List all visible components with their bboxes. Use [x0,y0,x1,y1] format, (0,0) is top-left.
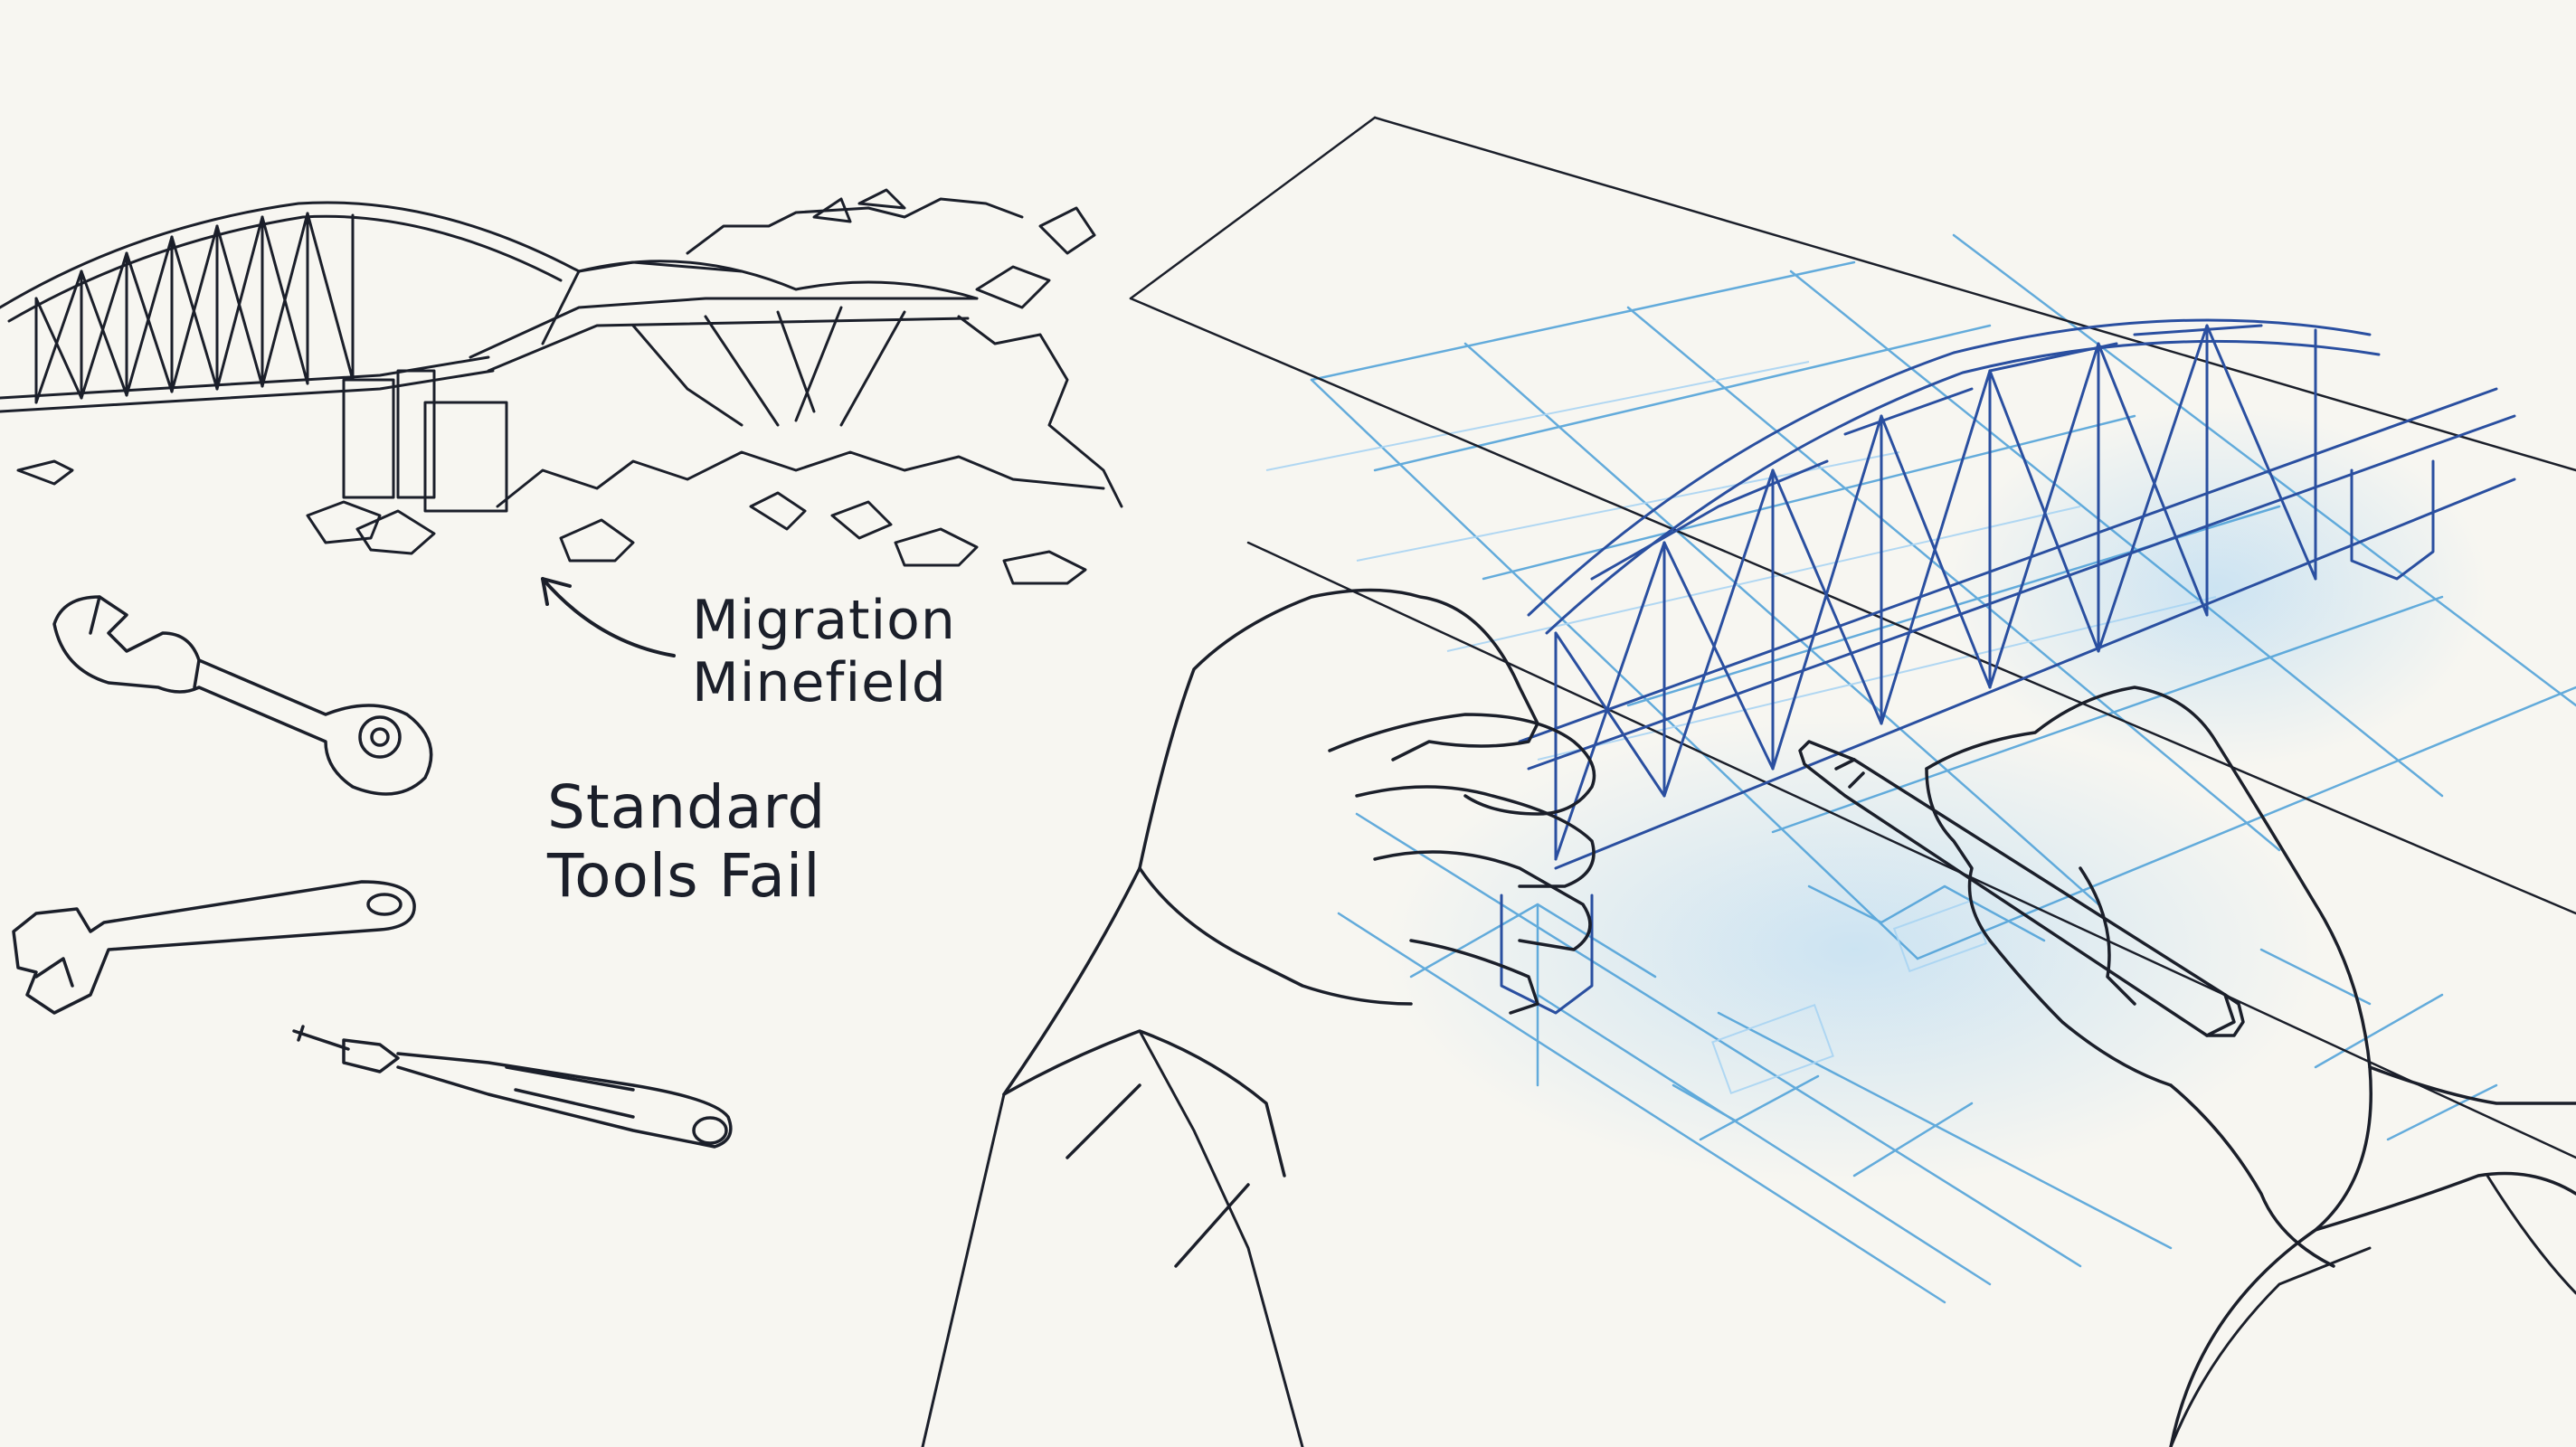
blueprint-grid [1265,233,2576,1304]
migration-label-line1: Migration [692,589,956,652]
migration-minefield-label: Migration Minefield [692,590,956,714]
migration-label-line2: Minefield [692,651,947,714]
blueprint-bridge-icon [1500,318,2516,1015]
standard-tools-label-line2: Tools Fail [547,840,821,911]
open-end-wrench-icon [52,595,433,796]
standard-tools-fail-label: Standard Tools Fail [547,773,826,911]
arrow-icon [541,577,676,657]
pencil-icon [1798,740,2245,1037]
right-hand-icon [1925,686,2576,1447]
sleeves [921,1029,2576,1447]
collapsed-bridge-icon [0,188,1123,585]
standard-tools-label-line1: Standard [547,772,827,842]
paper-sheet [1129,116,2576,1159]
screwdriver-icon [292,1025,733,1149]
adjustable-wrench-icon [12,880,416,1015]
